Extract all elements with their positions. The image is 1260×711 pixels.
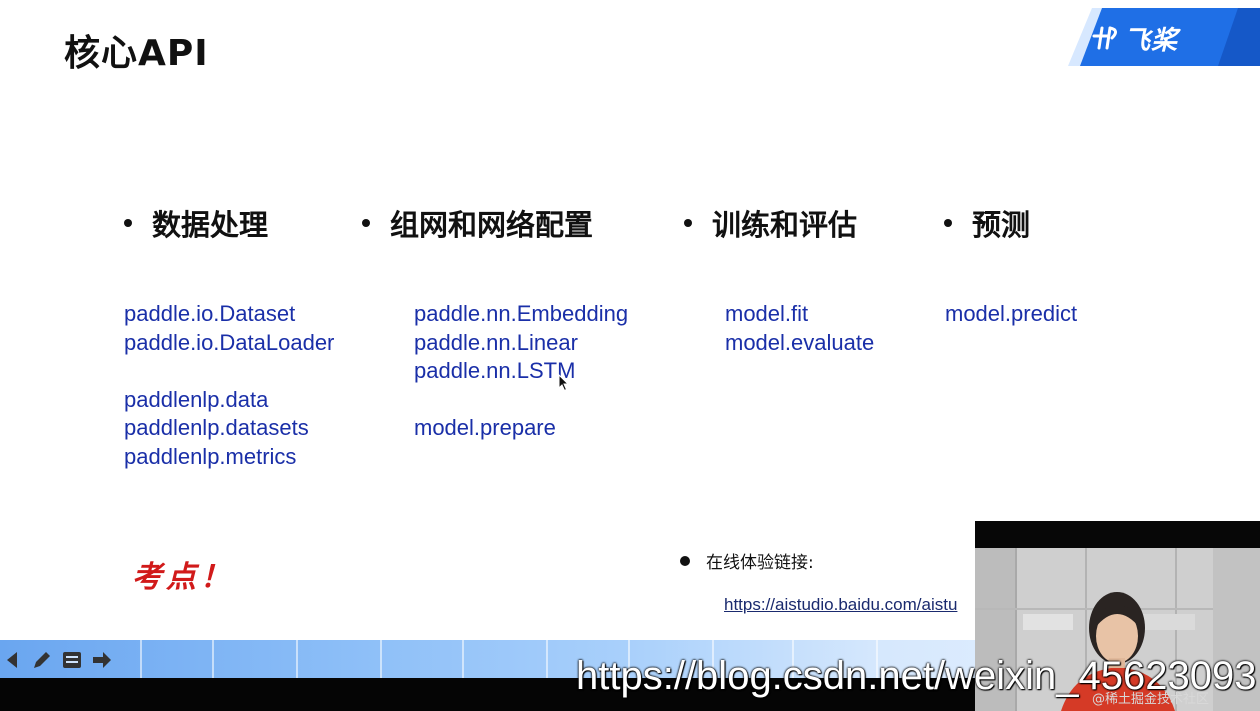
logo-text: 飞桨 [1124,26,1179,56]
arrow-left-icon[interactable] [0,648,24,672]
bullet-icon [684,219,692,227]
api-list-data-processing: paddle.io.Dataset paddle.io.DataLoader p… [124,300,334,472]
online-label-text: 在线体验链接: [706,553,814,573]
pen-icon[interactable] [30,648,54,672]
api-gap [124,357,334,386]
paddle-logo: 飞桨 [1068,8,1260,66]
heading-label: 训练和评估 [712,208,858,242]
presenter-tools [0,648,114,672]
api-list-predict: model.predict [945,300,1077,329]
api-item: model.predict [945,301,1078,326]
api-item: paddle.nn.Linear [414,329,578,355]
api-item: model.evaluate [725,329,875,355]
watermark-url: https://blog.csdn.net/weixin_45623093 [576,654,1257,698]
heading-label: 组网和网络配置 [390,208,594,242]
api-item: paddlenlp.datasets [124,415,309,441]
api-list-train-eval: model.fit model.evaluate [725,300,874,357]
heading-label: 数据处理 [152,208,269,242]
bullet-icon [680,556,690,566]
api-item: paddle.io.Dataset [124,301,296,326]
api-item: paddlenlp.metrics [124,443,297,469]
heading-predict: 预测 [944,202,1030,244]
webcam-video [975,548,1260,711]
watermark-community: @稀土掘金技术社区 [1092,692,1210,707]
webcam-frame-top [975,521,1260,548]
online-link-label: 在线体验链接: [680,548,814,573]
api-item: model.prepare [414,415,556,441]
exam-point-annotation: 考点！ [132,560,234,595]
heading-label: 预测 [972,208,1031,242]
arrow-right-icon[interactable] [90,648,114,672]
api-item: paddle.nn.Embedding [414,301,629,326]
mouse-cursor-icon [558,373,570,397]
api-list-network-config: paddle.nn.Embedding paddle.nn.Linear pad… [414,300,628,443]
api-item: model.fit [725,301,809,326]
api-gap [414,386,628,415]
api-item: paddlenlp.data [124,386,269,412]
api-item: paddle.io.DataLoader [124,329,335,355]
heading-data-processing: 数据处理 [124,202,268,244]
slide-title: 核心API [64,33,209,74]
notes-icon[interactable] [60,648,84,672]
online-link[interactable]: https://aistudio.baidu.com/aistu [724,595,958,614]
heading-train-eval: 训练和评估 [684,202,857,244]
heading-network-config: 组网和网络配置 [362,202,593,244]
bullet-icon [124,219,132,227]
bullet-icon [944,219,952,227]
bullet-icon [362,219,370,227]
api-item: paddle.nn.LSTM [414,358,576,384]
